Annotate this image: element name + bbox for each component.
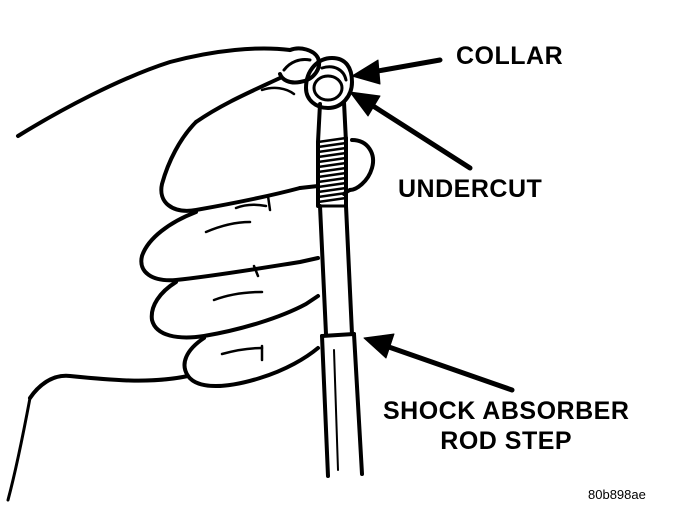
rod-step-arrow	[363, 333, 515, 393]
rod-step-label: SHOCK ABSORBER ROD STEP	[383, 397, 629, 456]
rod-step-label-line2: ROD STEP	[440, 426, 573, 455]
figure-id: 80b898ae	[588, 487, 646, 502]
fingertip	[342, 138, 375, 196]
undercut-label: UNDERCUT	[398, 175, 543, 203]
collar-label: COLLAR	[456, 42, 564, 70]
hand	[6, 46, 321, 502]
shock-absorber-rod	[316, 100, 364, 478]
collar-arrow	[351, 57, 443, 85]
leader-arrows	[349, 57, 515, 393]
rod-step-label-line1: SHOCK ABSORBER	[383, 397, 630, 425]
rod-threads	[316, 136, 348, 204]
undercut-arrow	[349, 91, 473, 171]
